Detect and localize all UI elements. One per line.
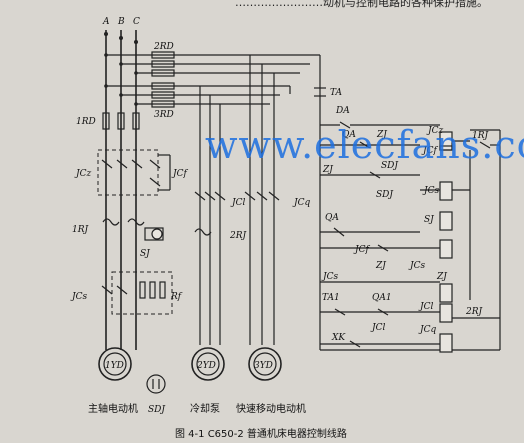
coil-jcf-label: JCf — [421, 146, 438, 156]
coil-jcl-row: TA1 QA1 JCl JCl 2RJ — [320, 293, 500, 333]
motor-2yd: 2YD — [191, 347, 225, 381]
header-fragment: ……………………动机与控制电路的各种保护措施。 — [235, 0, 488, 9]
phase-c-label: C — [133, 17, 140, 27]
contactor-jcl-label: JCl — [230, 198, 245, 208]
switch-sdj-label: SDJ — [376, 190, 394, 200]
control-circuit-rails — [319, 100, 501, 351]
relay-zj-label-top: ZJ — [376, 130, 388, 140]
contactor-jcf-label: JCf — [171, 169, 188, 179]
motor-1yd: 1YD — [98, 347, 132, 381]
coolant-rapid-contacts: JCl JCq 2RJ — [194, 191, 310, 241]
coil-jcl-label: JCl — [418, 302, 433, 312]
rapid-motor-caption: 快速移动电动机 — [236, 402, 306, 415]
coil-jcs-label: JCs — [422, 186, 439, 196]
button-da-label: DA — [335, 106, 350, 116]
coil-zj: JCs ZJ — [320, 272, 453, 303]
phase-a-label: A — [102, 17, 110, 27]
coil-jcs: JCs — [420, 150, 471, 300]
switch-ta-label: TA — [330, 88, 343, 98]
motor-1yd-label: 1YD — [105, 361, 124, 371]
fuse-2rd: 2RD — [151, 42, 175, 77]
motor-3yd: 3YD — [248, 347, 282, 381]
main-phase-lines — [104, 30, 138, 350]
fuse-1rd: 1RD — [76, 112, 140, 130]
resistor-rf-label: Rf — [170, 292, 183, 302]
button-qa1-label: QA1 — [372, 293, 392, 303]
coil-sj-label: SJ — [424, 215, 435, 225]
relay-zj-contact-label: ZJ — [322, 165, 334, 175]
coil-jcq-label: JCq — [418, 325, 436, 335]
button-da: DA — [320, 106, 420, 129]
contact-jcf-label: JCf — [353, 245, 370, 255]
contactor-jcq-label: JCq — [292, 198, 310, 208]
thermal-relay-1rj: 1RJ SJ — [72, 218, 164, 259]
coolant-caption: 冷却泵 — [190, 402, 220, 415]
contactor-jcz-label: JCz — [74, 169, 91, 179]
sdj-caption: SDJ — [148, 405, 166, 415]
button-xk-label: XK — [331, 333, 346, 343]
contact-zj-label: ZJ — [375, 261, 387, 271]
fuse-3rd: 3RD — [151, 82, 175, 120]
main-motor-caption: 主轴电动机 — [88, 402, 138, 415]
figure-caption: 图 4-1 C650-2 普通机床电器控制线路 — [175, 427, 347, 440]
motor-2yd-label: 2YD — [196, 361, 216, 371]
relay-2rj-contact-label: 2RJ — [465, 307, 484, 317]
switch-sdj-label-top: SDJ — [381, 161, 399, 171]
motor-3yd-label: 3YD — [254, 361, 273, 371]
coil-jcq-row: XK JCq — [320, 325, 453, 353]
main-contactor-block: JCz JCf — [74, 149, 188, 196]
switch-ta: TA — [314, 87, 343, 98]
motor-feeder-lines — [199, 55, 321, 345]
coil-zj-label: ZJ — [436, 272, 448, 282]
coil-sj: QA SJ — [320, 211, 453, 237]
relay-1rj-label: 1RJ — [72, 225, 90, 235]
control-branch-qa-zj: QA ZJ JCf ZJ SDJ SDJ — [320, 130, 453, 200]
interlock-row: JCf ZJ JCs — [320, 239, 453, 271]
fuse-3rd-label: 3RD — [154, 110, 174, 120]
contact-jcs-lower-label: JCs — [321, 272, 338, 282]
motor-sdj — [146, 374, 166, 394]
contactor-jcs-label: JCs — [70, 292, 87, 302]
phase-b-label: B — [117, 17, 125, 27]
fuse-1rd-label: 1RD — [76, 117, 96, 127]
coil-jcz-label: JCz — [426, 126, 443, 136]
watermark: www.elecfans.com — [205, 123, 524, 167]
contact-jcl-label: JCl — [370, 323, 385, 333]
fuse-2rd-label: 2RD — [153, 42, 174, 52]
relay-sj-label: SJ — [140, 249, 151, 259]
jcs-resistor-block: JCs Rf — [70, 271, 183, 315]
button-qa-label-top: QA — [342, 130, 356, 140]
relay-1rj-contact-label: 1RJ — [472, 131, 490, 141]
contact-jcs-label: JCs — [408, 261, 425, 271]
button-ta1-label: TA1 — [322, 293, 340, 303]
relay-2rj-label: 2RJ — [229, 231, 248, 241]
button-qa-label: QA — [325, 213, 339, 223]
